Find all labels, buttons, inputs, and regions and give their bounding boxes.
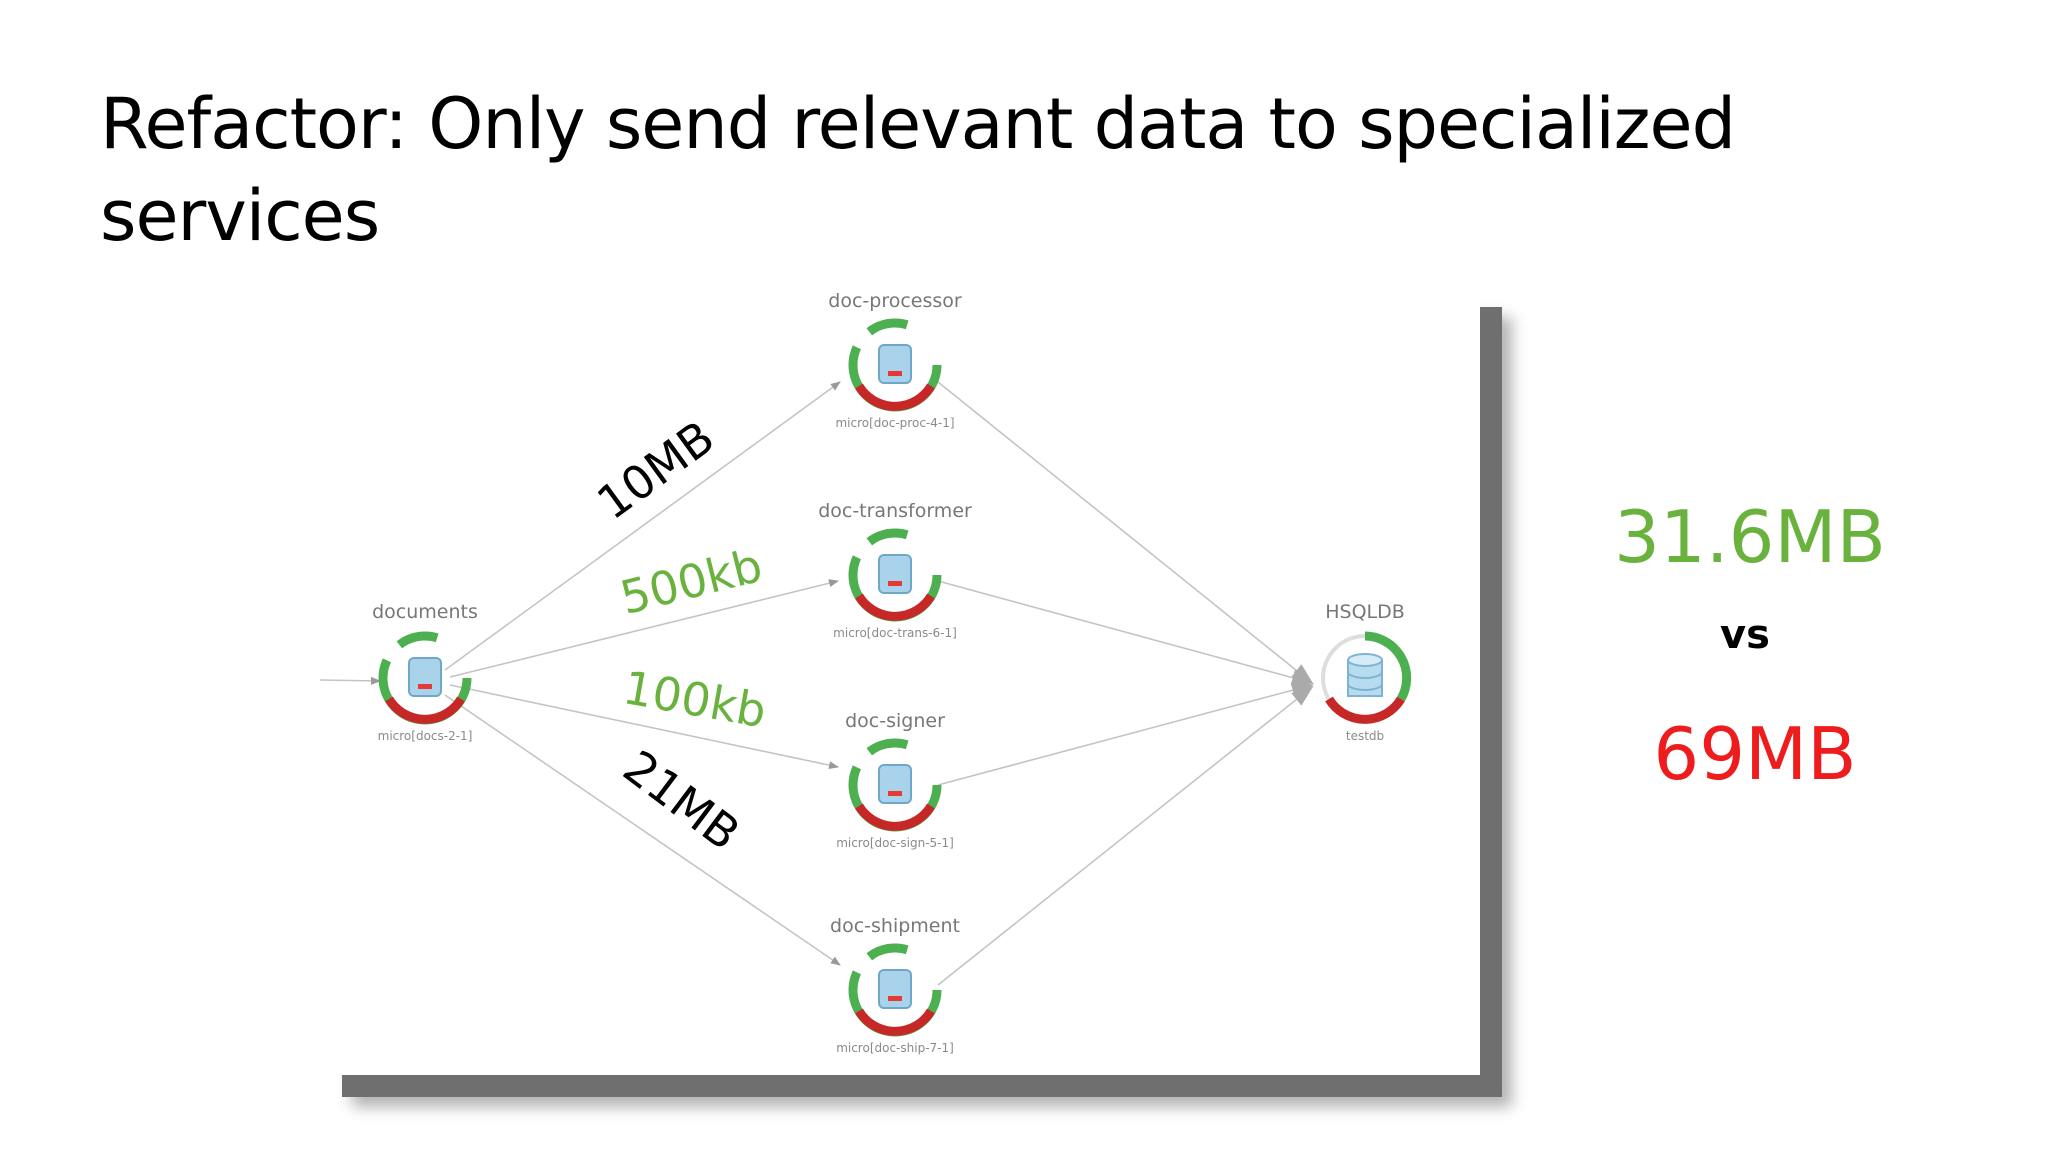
node-id: micro[doc-sign-5-1] xyxy=(836,836,954,850)
node-id: micro[doc-proc-4-1] xyxy=(835,416,954,430)
edge-transformer-to-hsqldb xyxy=(937,580,1314,686)
edge-shipment-to-hsqldb xyxy=(937,685,1314,986)
service-graph: documents micro[docs-2-1] doc-processor … xyxy=(320,290,1412,1055)
database-icon xyxy=(1347,653,1383,697)
node-name: doc-processor xyxy=(828,290,962,312)
versus-label: vs xyxy=(1720,612,1770,658)
node-hsqldb[interactable]: HSQLDB testdb xyxy=(1321,601,1412,743)
node-doc-shipment[interactable]: doc-shipment micro[doc-ship-7-1] xyxy=(830,915,960,1055)
edge-label-processor: 10MB xyxy=(587,410,724,530)
node-doc-signer[interactable]: doc-signer micro[doc-sign-5-1] xyxy=(836,710,954,850)
optimized-payload-size: 31.6MB xyxy=(1614,495,1886,579)
node-name: doc-transformer xyxy=(818,500,972,522)
edge-incoming xyxy=(320,676,381,685)
edge-label-transformer: 500kb xyxy=(615,538,767,625)
service-graph-screenshot: documents micro[docs-2-1] doc-processor … xyxy=(320,285,1480,1075)
edge-processor-to-hsqldb xyxy=(937,381,1314,685)
node-id: testdb xyxy=(1346,729,1384,743)
node-id: micro[doc-trans-6-1] xyxy=(833,626,957,640)
node-id: micro[docs-2-1] xyxy=(378,729,473,743)
edge-label-signer: 100kb xyxy=(619,660,770,738)
node-id: micro[doc-ship-7-1] xyxy=(836,1041,954,1055)
service-cube-icon xyxy=(878,969,912,1009)
edge-documents-to-processor xyxy=(444,381,841,671)
edge-signer-to-hsqldb xyxy=(937,682,1314,786)
edge-label-shipment: 21MB xyxy=(614,740,750,861)
node-name: documents xyxy=(372,601,478,623)
service-cube-icon xyxy=(408,657,442,697)
edge-documents-to-transformer xyxy=(449,579,839,678)
node-doc-transformer[interactable]: doc-transformer micro[doc-trans-6-1] xyxy=(818,500,972,640)
node-name: doc-signer xyxy=(845,710,945,732)
node-doc-processor[interactable]: doc-processor micro[doc-proc-4-1] xyxy=(828,290,962,430)
service-cube-icon xyxy=(878,554,912,594)
graph-edges xyxy=(320,381,1314,986)
node-name: doc-shipment xyxy=(830,915,960,937)
slide-title: Refactor: Only send relevant data to spe… xyxy=(100,83,1736,257)
edge-documents-to-shipment xyxy=(444,694,841,966)
service-cube-icon xyxy=(878,764,912,804)
original-payload-size: 69MB xyxy=(1653,712,1857,796)
node-name: HSQLDB xyxy=(1325,601,1405,623)
edge-documents-to-signer xyxy=(449,684,839,770)
node-documents[interactable]: documents micro[docs-2-1] xyxy=(372,601,478,743)
service-cube-icon xyxy=(878,344,912,384)
